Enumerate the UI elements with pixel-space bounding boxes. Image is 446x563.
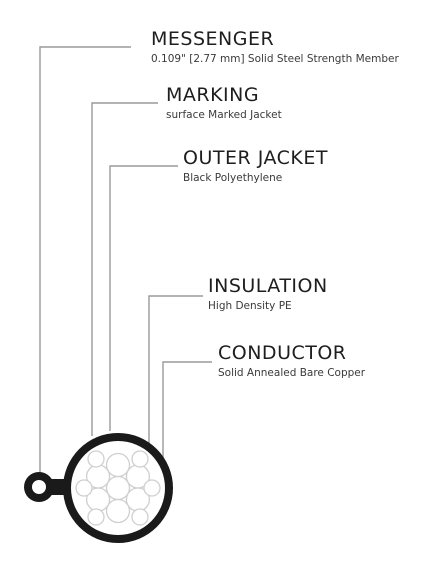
strand xyxy=(75,479,93,497)
outer-jacket-label: OUTER JACKET Black Polyethylene xyxy=(183,149,328,184)
messenger-leader-line xyxy=(39,46,131,478)
marking-title: MARKING xyxy=(166,84,260,106)
marking-leader-line xyxy=(91,102,158,436)
conductor-title: CONDUCTOR xyxy=(218,342,347,364)
messenger-wire xyxy=(24,472,66,502)
conductor-description: Solid Annealed Bare Copper xyxy=(218,367,366,379)
conductor-label: CONDUCTOR Solid Annealed Bare Copper xyxy=(218,344,365,379)
conductor-leader-line xyxy=(162,361,212,462)
insulation-label: INSULATION High Density PE xyxy=(208,277,328,312)
messenger-description: 0.109" [2.77 mm] Solid Steel Strength Me… xyxy=(151,53,399,65)
messenger-title: MESSENGER xyxy=(151,28,275,50)
messenger-label: MESSENGER 0.109" [2.77 mm] Solid Steel S… xyxy=(151,30,399,65)
insulation-title: INSULATION xyxy=(208,275,328,297)
strand xyxy=(105,452,131,478)
strand xyxy=(131,508,149,526)
outer-jacket-title: OUTER JACKET xyxy=(183,147,328,169)
outer-jacket-description: Black Polyethylene xyxy=(183,172,283,184)
outer-jacket-leader-line xyxy=(109,165,178,431)
strand xyxy=(131,450,149,468)
strand xyxy=(87,450,105,468)
conductor-strands xyxy=(75,450,161,526)
strand xyxy=(105,498,131,524)
marking-description: surface Marked Jacket xyxy=(166,109,282,121)
marking-label: MARKING surface Marked Jacket xyxy=(166,86,282,121)
strand xyxy=(105,475,131,501)
strand xyxy=(87,508,105,526)
insulation-description: High Density PE xyxy=(208,300,292,312)
strand xyxy=(143,479,161,497)
insulation-leader-line xyxy=(148,295,203,449)
